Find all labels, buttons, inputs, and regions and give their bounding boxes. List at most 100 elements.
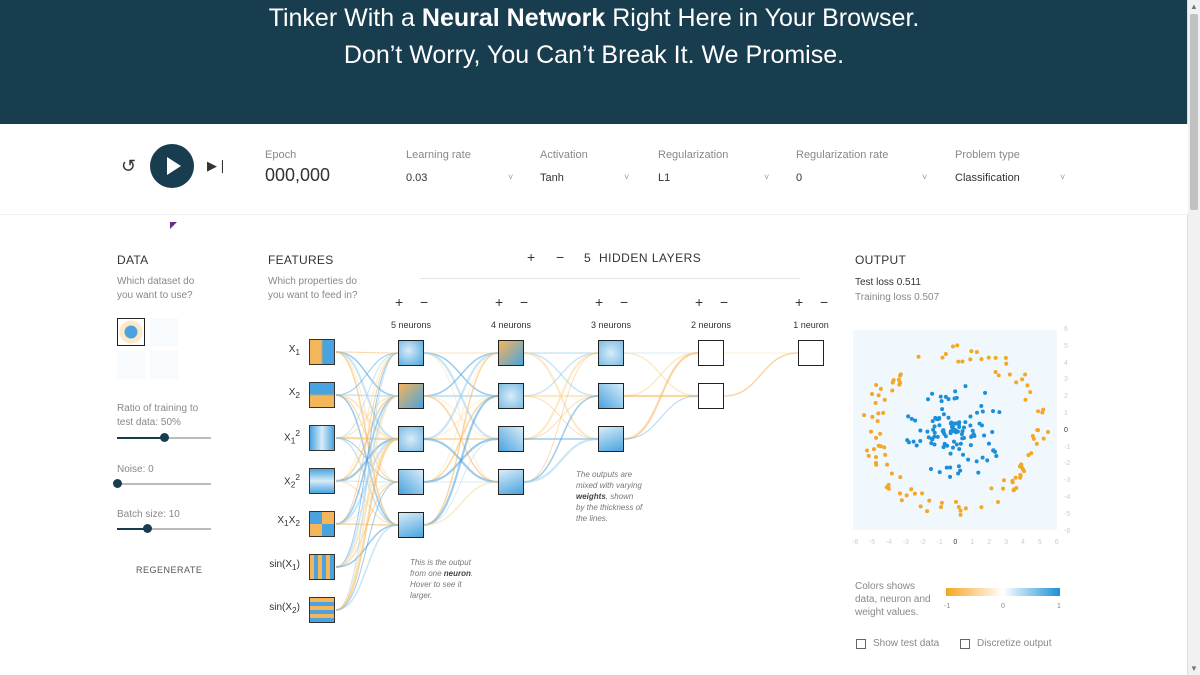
- neuron-node[interactable]: [398, 383, 424, 409]
- page-scrollbar[interactable]: ▲ ▼: [1187, 0, 1200, 675]
- weight-link[interactable]: [623, 395, 699, 440]
- neuron-node[interactable]: [798, 340, 824, 366]
- training-loss: Training loss 0.507: [855, 291, 939, 305]
- weight-link[interactable]: [523, 437, 599, 484]
- chevron-down-icon[interactable]: ˅: [764, 172, 770, 182]
- weight-link[interactable]: [423, 394, 499, 527]
- step-forward-icon[interactable]: ▶❘: [207, 158, 228, 173]
- weight-link[interactable]: [335, 481, 399, 611]
- neuron-node[interactable]: [398, 426, 424, 452]
- noise-slider-handle[interactable]: [113, 479, 122, 488]
- neuron-annotation-line4: larger.: [410, 591, 433, 600]
- positive-data-point: [959, 432, 964, 437]
- neuron-node[interactable]: [498, 383, 524, 409]
- weight-link[interactable]: [723, 352, 799, 397]
- weight-link[interactable]: [335, 524, 399, 611]
- weight-link[interactable]: [423, 351, 499, 441]
- regularization-select[interactable]: L1: [658, 172, 671, 184]
- regenerate-button[interactable]: REGENERATE: [136, 565, 203, 575]
- negative-data-point: [882, 445, 887, 450]
- remove-neuron-button[interactable]: −: [620, 294, 629, 310]
- regularization-rate-select[interactable]: 0: [796, 172, 803, 184]
- feature-sin-x1[interactable]: [309, 554, 335, 580]
- remove-neuron-button[interactable]: −: [720, 294, 729, 310]
- neuron-node[interactable]: [498, 469, 524, 495]
- remove-neuron-button[interactable]: −: [520, 294, 529, 310]
- positive-data-point: [970, 428, 975, 433]
- weight-link[interactable]: [423, 352, 499, 526]
- positive-data-point: [905, 438, 910, 443]
- weight-link[interactable]: [523, 352, 599, 483]
- problem-type-select[interactable]: Classification: [955, 172, 1020, 184]
- weight-link[interactable]: [423, 352, 499, 483]
- activation-select[interactable]: Tanh: [540, 172, 564, 184]
- weight-link[interactable]: [335, 395, 399, 611]
- neuron-annotation-line2: from one: [410, 569, 444, 578]
- ratio-slider-handle[interactable]: [160, 433, 169, 442]
- remove-neuron-button[interactable]: −: [820, 294, 829, 310]
- neuron-node[interactable]: [498, 340, 524, 366]
- batch-slider[interactable]: [117, 528, 211, 530]
- weight-link[interactable]: [423, 438, 499, 526]
- chevron-down-icon[interactable]: ˅: [1060, 172, 1066, 182]
- add-neuron-button[interactable]: +: [795, 294, 804, 310]
- weights-annotation-line2: mixed with varying: [576, 481, 642, 490]
- add-neuron-button[interactable]: +: [595, 294, 604, 310]
- neuron-node[interactable]: [498, 426, 524, 452]
- positive-data-point: [979, 404, 984, 409]
- weight-link[interactable]: [335, 352, 399, 439]
- neuron-node[interactable]: [598, 383, 624, 409]
- dataset-xor[interactable]: [150, 318, 178, 346]
- show-test-data-checkbox[interactable]: [856, 639, 866, 649]
- chevron-down-icon[interactable]: ˅: [624, 172, 630, 182]
- add-neuron-button[interactable]: +: [495, 294, 504, 310]
- neuron-node[interactable]: [598, 426, 624, 452]
- weight-link[interactable]: [335, 352, 399, 568]
- batch-slider-handle[interactable]: [143, 524, 153, 533]
- negative-data-point: [889, 471, 894, 476]
- positive-data-point: [994, 454, 999, 459]
- weight-link[interactable]: [423, 481, 499, 526]
- reset-icon[interactable]: ↺: [121, 156, 137, 176]
- neuron-node[interactable]: [698, 340, 724, 366]
- feature-x1[interactable]: [309, 339, 335, 365]
- learning-rate-select[interactable]: 0.03: [406, 172, 428, 184]
- feature-x2-squared[interactable]: [309, 468, 335, 494]
- scroll-up-icon[interactable]: ▲: [1190, 2, 1198, 11]
- negative-data-point: [886, 482, 891, 487]
- play-button[interactable]: [150, 144, 194, 188]
- add-layer-button[interactable]: +: [527, 249, 536, 265]
- dataset-circle[interactable]: [117, 318, 145, 346]
- feature-x1-squared[interactable]: [309, 425, 335, 451]
- discretize-output-checkbox[interactable]: [960, 639, 970, 649]
- neuron-node[interactable]: [398, 340, 424, 366]
- feature-x2[interactable]: [309, 382, 335, 408]
- add-neuron-button[interactable]: +: [395, 294, 404, 310]
- feature-x1x2[interactable]: [309, 511, 335, 537]
- neuron-node[interactable]: [398, 512, 424, 538]
- dataset-spiral[interactable]: [150, 351, 178, 379]
- chevron-down-icon[interactable]: ˅: [508, 172, 514, 182]
- positive-data-point: [925, 429, 930, 434]
- remove-layer-button[interactable]: −: [556, 249, 565, 265]
- dataset-gaussian[interactable]: [117, 351, 145, 379]
- weight-link[interactable]: [335, 437, 399, 612]
- weight-link[interactable]: [335, 352, 399, 482]
- noise-slider[interactable]: [117, 483, 211, 485]
- neuron-node[interactable]: [598, 340, 624, 366]
- positive-data-point: [939, 399, 944, 404]
- scroll-down-icon[interactable]: ▼: [1190, 664, 1198, 673]
- neuron-node[interactable]: [398, 469, 424, 495]
- weight-link[interactable]: [523, 351, 599, 441]
- neuron-node[interactable]: [698, 383, 724, 409]
- remove-neuron-button[interactable]: −: [420, 294, 429, 310]
- weight-link[interactable]: [335, 352, 399, 396]
- weight-link[interactable]: [335, 352, 399, 525]
- weight-link[interactable]: [623, 351, 699, 441]
- add-neuron-button[interactable]: +: [695, 294, 704, 310]
- weight-link[interactable]: [523, 395, 599, 483]
- weight-link[interactable]: [335, 352, 399, 611]
- scroll-thumb[interactable]: [1190, 14, 1198, 210]
- chevron-down-icon[interactable]: ˅: [922, 172, 928, 182]
- feature-sin-x2[interactable]: [309, 597, 335, 623]
